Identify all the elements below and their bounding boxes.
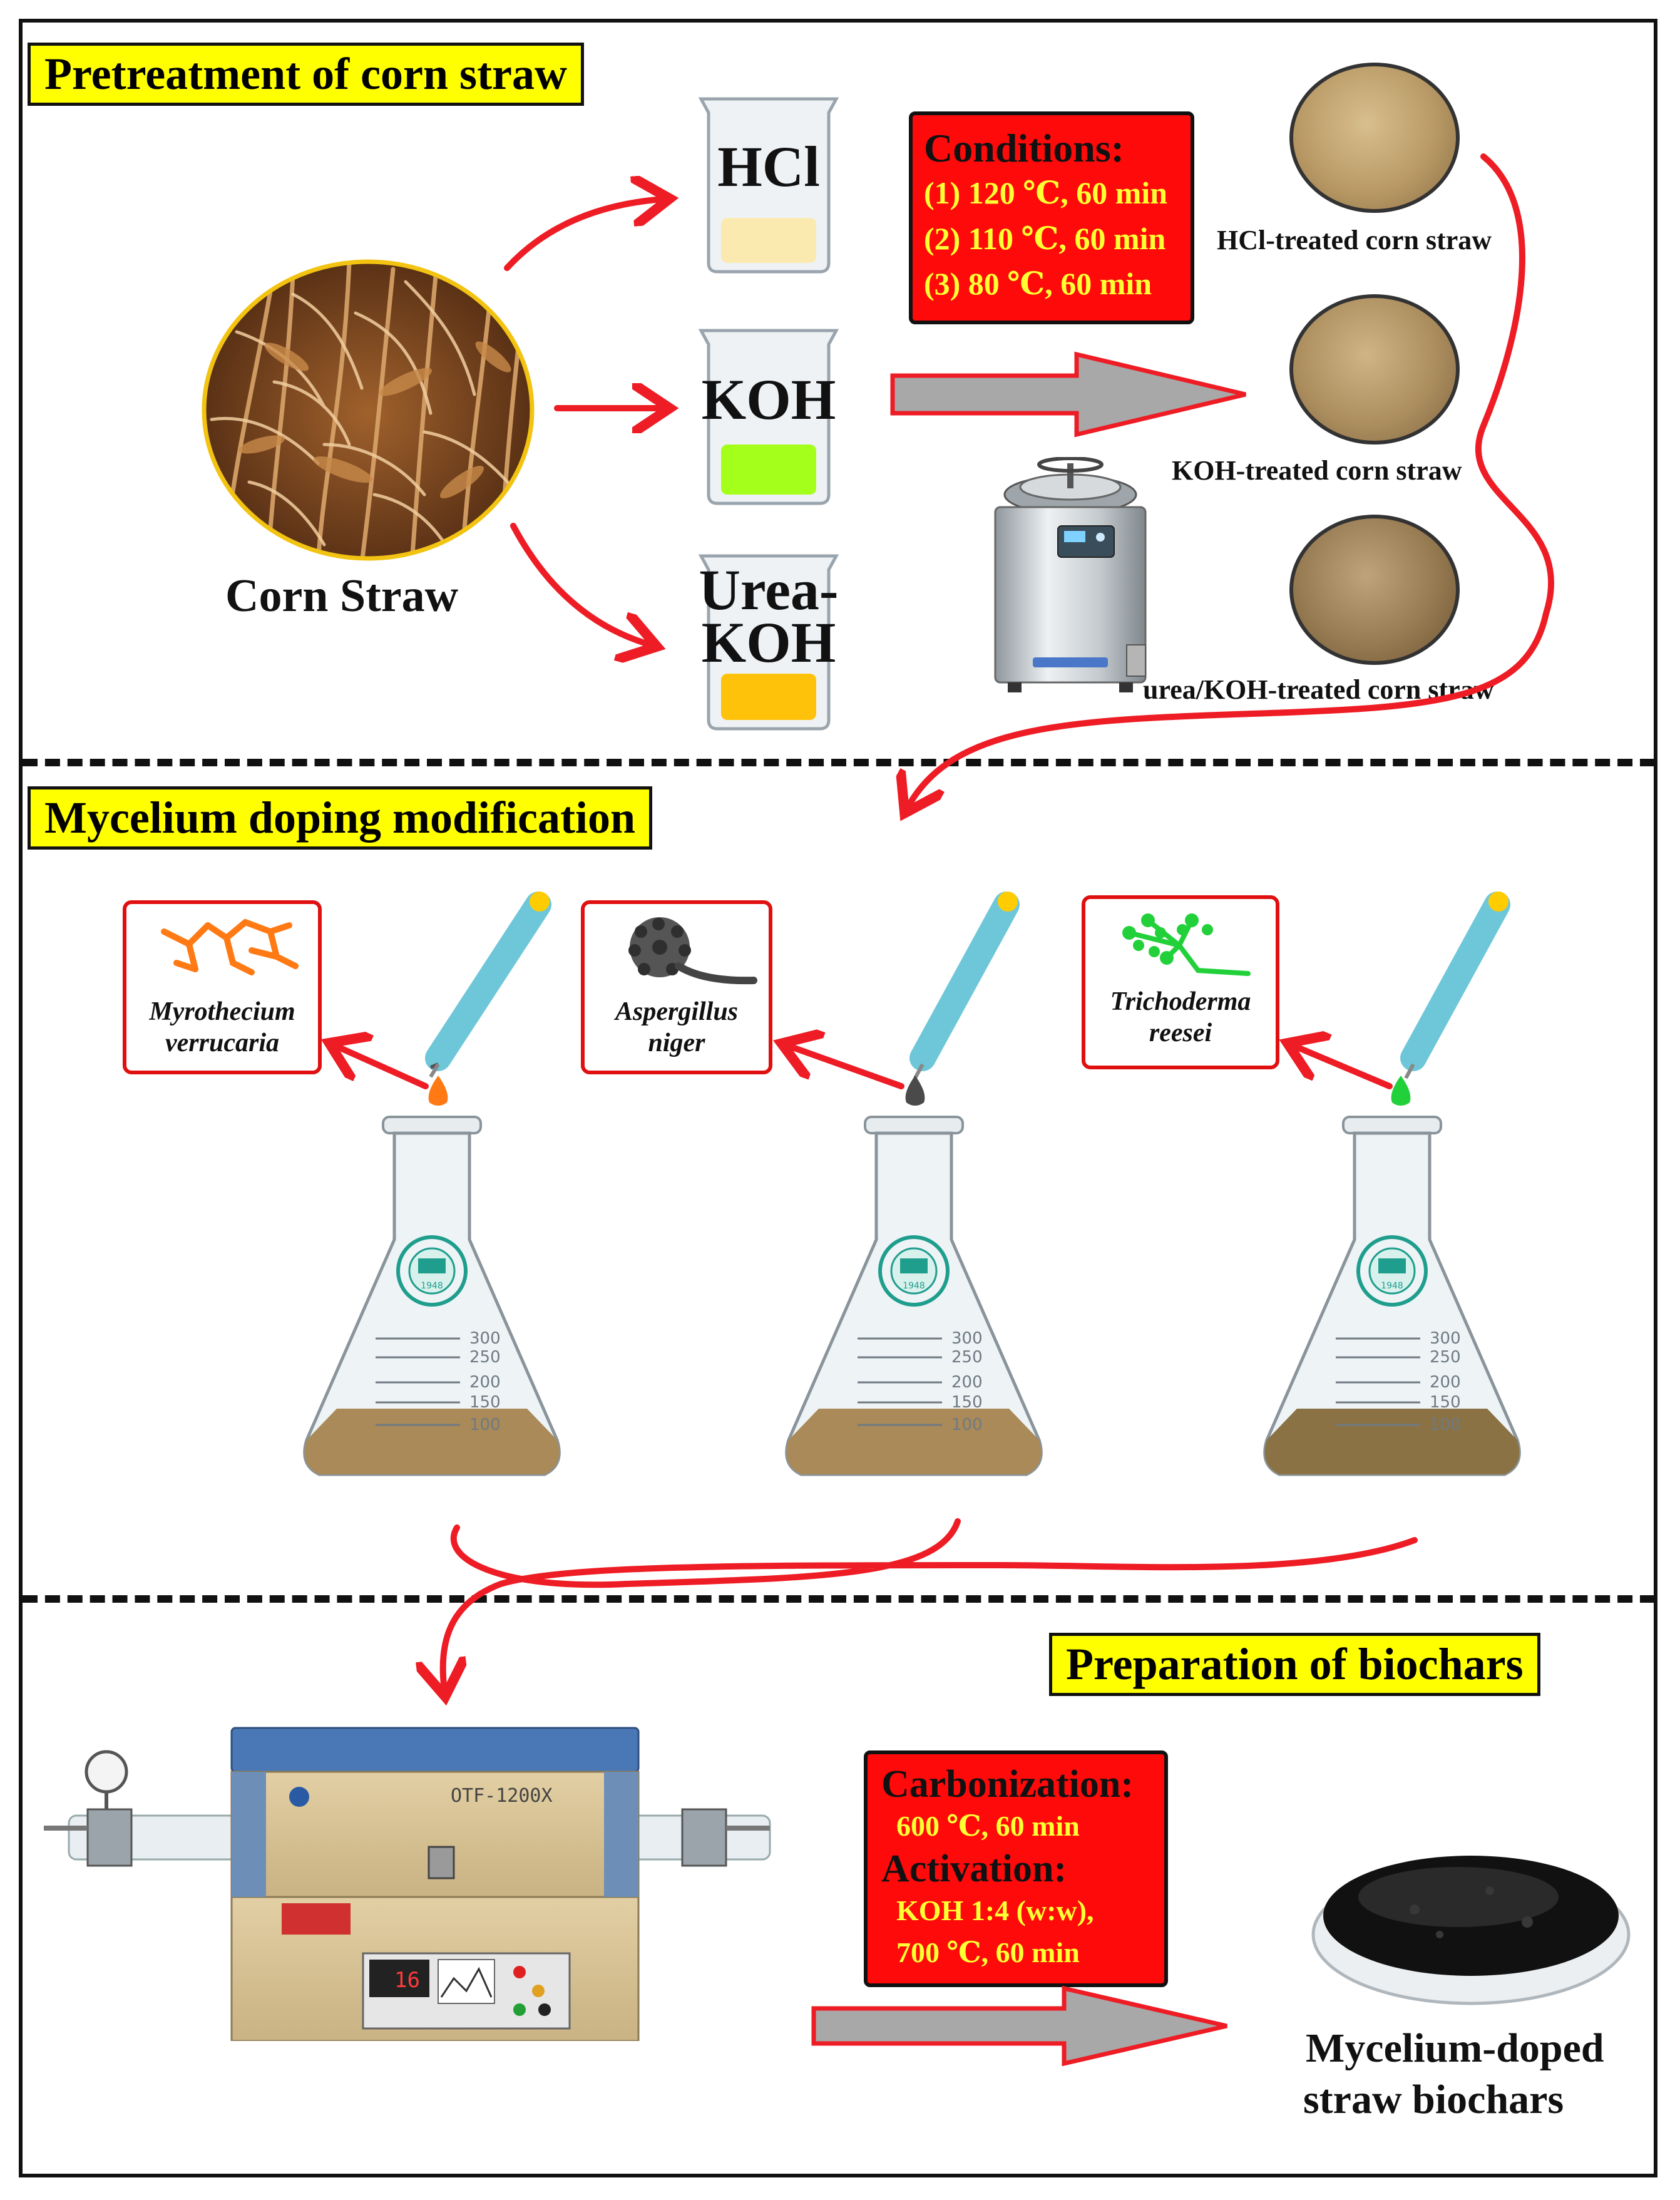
arrow-to-myrothecium (335, 1046, 429, 1089)
biochar-product-label-2: straw biochars (1303, 2077, 1564, 2122)
carbonization-condition: 600 ℃, 60 min (896, 1810, 1080, 1843)
hcl-treated-straw-label: HCl-treated corn straw (1217, 225, 1492, 255)
koh-treated-straw-image (1289, 294, 1460, 445)
conditions-header: Conditions: (924, 126, 1125, 170)
arrow-to-trichoderma (1293, 1046, 1393, 1089)
flask-graduation-label: 250 (469, 1348, 501, 1367)
flask-graduation-label: 100 (951, 1416, 983, 1434)
arrow-to-aspergillus (787, 1046, 904, 1089)
flask-graduation-label: 150 (951, 1393, 983, 1412)
beaker-koh: KOH (695, 326, 843, 507)
aspergillus-conidiophore-icon (628, 917, 757, 985)
fungus-box-myrothecium: Myrothecium verrucaria (123, 900, 322, 1074)
flask-graduation-label: 200 (951, 1373, 983, 1392)
fungus-name-trichoderma-1: Trichoderma (1110, 987, 1251, 1016)
arrow-straw-to-mycelium (908, 153, 1554, 808)
pipette-1-icon (425, 892, 551, 1078)
corn-straw-photo (202, 259, 535, 561)
flask-graduation-label: 250 (951, 1348, 983, 1367)
corn-straw-label: Corn Straw (225, 570, 459, 622)
section-title-mycelium: Mycelium doping modification (28, 786, 653, 850)
trichoderma-hyphae-icon (1122, 913, 1251, 976)
flask-graduation-label: 300 (1430, 1329, 1461, 1348)
fungus-name-aspergillus-2: niger (648, 1029, 705, 1057)
myrothecium-hyphae-icon (161, 919, 299, 975)
beaker-urea-koh-label-2: KOH (701, 610, 836, 674)
flask-graduation-label: 300 (951, 1329, 983, 1348)
carbonization-header: Carbonization: (881, 1763, 1134, 1806)
flask-graduation-label: 300 (469, 1329, 501, 1348)
activation-condition-1: KOH 1:4 (w:w), (896, 1894, 1094, 1927)
section-title-pretreatment: Pretreatment of corn straw (28, 43, 584, 106)
furnace-display-value: 16 (394, 1968, 420, 1993)
biochar-product-label-1: Mycelium-doped (1306, 2025, 1604, 2071)
flask-graduation-label: 250 (1430, 1348, 1461, 1367)
arrow-to-hcl (504, 199, 663, 271)
condition-1: (1) 120 ℃, 60 min (924, 175, 1168, 211)
section-divider-1 (23, 759, 1655, 766)
koh-treated-straw-label: KOH-treated corn straw (1172, 455, 1462, 486)
section-title-biochar: Preparation of biochars (1049, 1633, 1540, 1696)
activation-header: Activation: (881, 1847, 1067, 1890)
figure-frame (19, 19, 1657, 2177)
arrow-flasks-to-furnace (443, 1518, 1418, 1690)
fungus-name-myrothecium-1: Myrothecium (149, 997, 295, 1026)
fungus-name-myrothecium-2: verrucaria (165, 1029, 279, 1057)
urea-koh-treated-straw-image (1289, 515, 1460, 665)
droplet-grey (905, 1076, 925, 1106)
grey-arrow-biochar (811, 1985, 1227, 2067)
activation-condition-2: 700 ℃, 60 min (896, 1936, 1080, 1968)
flask-graduation-label: 150 (469, 1393, 501, 1412)
beaker-urea-koh: Urea- KOH (695, 551, 843, 732)
tube-furnace-image: OTF-1200X 16 (44, 1727, 771, 2041)
fungus-box-aspergillus: Aspergillus niger (581, 900, 772, 1074)
fungus-name-aspergillus-1: Aspergillus (615, 997, 739, 1026)
furnace-model-label: OTF-1200X (451, 1785, 553, 1807)
condition-2: (2) 110 ℃, 60 min (924, 220, 1166, 256)
fungus-box-trichoderma: Trichoderma reesei (1082, 895, 1279, 1069)
grey-arrow-pretreatment (890, 351, 1246, 438)
condition-3: (3) 80 ℃, 60 min (924, 266, 1152, 302)
pipette-3-icon (1400, 892, 1510, 1079)
autoclave-image (994, 457, 1147, 692)
pipette-2-icon (909, 892, 1020, 1079)
droplet-orange (428, 1076, 448, 1106)
flask-graduation-label: 150 (1430, 1393, 1461, 1412)
droplet-green (1391, 1076, 1411, 1106)
flask-logo-year: 1948 (421, 1281, 443, 1291)
flask-graduation-label: 100 (469, 1416, 501, 1434)
beaker-hcl-label: HCl (717, 135, 820, 198)
flask-graduation-label: 200 (469, 1373, 501, 1392)
biochar-dish-image (1311, 1856, 1631, 2005)
fungus-name-trichoderma-2: reesei (1149, 1019, 1212, 1047)
flask-logo-year: 1948 (903, 1281, 925, 1291)
flask-graduation-label: 200 (1430, 1373, 1461, 1392)
beaker-koh-label: KOH (701, 368, 836, 431)
beaker-hcl: HCl (695, 94, 843, 275)
hcl-treated-straw-image (1289, 63, 1460, 213)
process-box: Carbonization: 600 ℃, 60 min Activation:… (864, 1750, 1168, 1987)
section-divider-2 (23, 1595, 1655, 1603)
flask-logo-year: 1948 (1381, 1281, 1403, 1291)
conditions-box: Conditions: (1) 120 ℃, 60 min (2) 110 ℃,… (909, 111, 1194, 324)
arrow-to-urea-koh (510, 523, 651, 645)
beaker-urea-koh-label-1: Urea- (699, 558, 839, 622)
flask-graduation-label: 100 (1430, 1416, 1461, 1434)
